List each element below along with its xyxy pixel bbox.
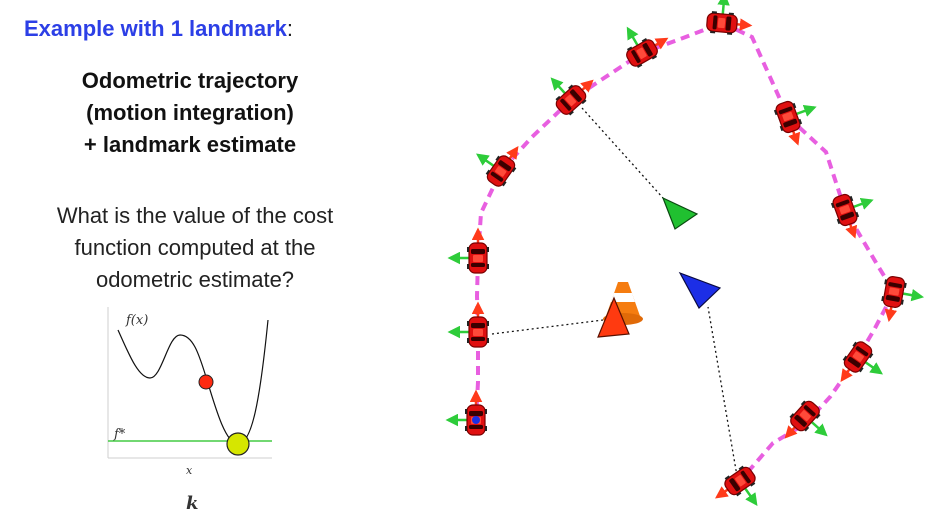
landmark-triangle-icon (597, 296, 630, 338)
car-icon (445, 389, 488, 436)
slide-title: Example with 1 landmark: (24, 16, 293, 42)
car-icon (715, 462, 760, 506)
odometric-trajectory (474, 20, 897, 483)
car-poses (445, 0, 925, 506)
fstar-label: f* (113, 427, 126, 442)
car-icon (879, 274, 925, 323)
landmark-measurements (491, 107, 738, 477)
cost-function-plot: f(x) f* x k (107, 307, 272, 514)
cost-curve (117, 319, 269, 445)
heading-line-3: + landmark estimate (83, 132, 297, 157)
slide-heading: Odometric trajectory (motion integration… (0, 65, 380, 161)
fx-label: f(x) (125, 313, 148, 328)
car-icon (447, 301, 490, 348)
car-icon (705, 0, 753, 36)
car-icon (784, 396, 828, 439)
heading-line-2: (motion integration) (86, 100, 294, 125)
landmark-triangle-icon (678, 271, 722, 309)
car-icon (447, 227, 490, 274)
car-icon (839, 337, 883, 382)
car-icon (476, 146, 520, 191)
measurement-line-blue (707, 306, 738, 477)
current-estimate-dot (198, 374, 214, 390)
car-icon (771, 98, 817, 146)
minimum-dot (226, 432, 250, 456)
landmarks (597, 196, 722, 338)
question-line-3: odometric estimate? (95, 267, 295, 292)
slide-title-accent: Example with 1 landmark (24, 16, 287, 41)
car-icon (622, 26, 669, 71)
question-line-2: function computed at the (74, 235, 316, 260)
x-axis-label: x (186, 464, 193, 477)
measurement-line-red (491, 319, 604, 335)
landmark-triangle-icon (661, 196, 699, 230)
car-icon (550, 77, 594, 119)
measurement-line-green (581, 107, 664, 199)
car-icon (828, 191, 874, 239)
slide-question: What is the value of the cost function c… (0, 200, 390, 296)
question-line-1: What is the value of the cost (56, 203, 334, 228)
k-label: k (186, 493, 198, 514)
heading-line-1: Odometric trajectory (81, 68, 299, 93)
slide-title-colon: : (286, 16, 293, 41)
